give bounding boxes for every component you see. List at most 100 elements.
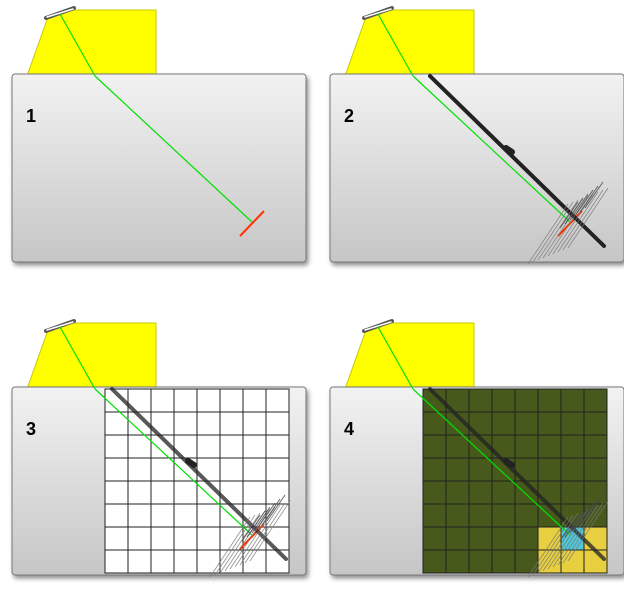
grid-cell [265,480,290,505]
panel-2: 2 [329,6,624,265]
grid-cell [150,388,175,413]
grid-cell [173,480,198,505]
grid-cell [422,434,447,459]
grid-cell [468,503,493,528]
panel-1: 1 [11,6,307,263]
grid-cell [560,411,585,436]
grid-cell [196,549,221,574]
probe-element-highlight [46,8,74,18]
grid-cell [173,549,198,574]
scatter-trace [266,494,286,522]
grid-cell [265,411,290,436]
grid-cell [491,503,516,528]
scatter-trace [552,506,594,568]
grid-cell [127,549,152,574]
probe-element-highlight [364,8,392,18]
grid-cell [127,503,152,528]
scatter-trace [567,500,609,562]
scatter-trace [219,512,261,574]
panel-number-label: 4 [344,419,354,439]
grid-cell [104,480,129,505]
grid-cell [196,411,221,436]
grid-cell [537,434,562,459]
scatter-trace [537,512,579,574]
grid-cell [583,457,608,482]
scatter-trace [579,185,599,213]
grid-cell [219,388,244,413]
scatter-trace [214,514,256,576]
scatter-trace [579,498,599,526]
scatter-trace [564,197,584,225]
grid-cell [265,526,290,551]
probe-element-highlight [364,321,392,331]
grid-cell [583,480,608,505]
grid-cell [242,411,267,436]
grid-cell [242,457,267,482]
scatter-blob [503,145,515,155]
grid-cell [445,549,470,574]
grid-cell [583,388,608,413]
grid-cell [445,526,470,551]
grid-cell [537,457,562,482]
scatter-trace [567,187,609,249]
grid-cell [196,526,221,551]
grid-cell [173,526,198,551]
grid-cell [104,526,129,551]
grid-cell [104,503,129,528]
grid-cell [265,434,290,459]
grid-cell [127,457,152,482]
probe-element-highlight [46,321,74,331]
grid-cell [104,411,129,436]
grid-cell [422,549,447,574]
grid-cell [560,434,585,459]
test-block [329,73,624,263]
grid-cell [514,549,539,574]
incident-beam [59,13,96,77]
grid-cell [196,434,221,459]
scatter-trace [562,189,604,251]
scatter-signal [110,387,291,578]
scatter-trace [256,502,276,530]
grid-cell [491,549,516,574]
scatter-trace [569,506,589,534]
grid-cell [468,388,493,413]
scatter-trace [557,191,599,253]
scatter-trace [537,199,579,261]
defect-reflector [239,210,265,237]
grid-cell [468,480,493,505]
scatter-trace [209,516,251,578]
scatter-trace [249,500,291,562]
grid-cell [468,526,493,551]
grid-cell [173,503,198,528]
grid-cell [150,503,175,528]
scatter-trace [559,201,579,229]
scatter-trace [532,514,574,576]
scatter-streak [428,387,606,561]
refracted-beam [412,388,571,536]
grid-cell [265,388,290,413]
grid-cell [219,457,244,482]
test-block [11,73,307,263]
scatter-trace [527,516,569,578]
refracted-beam [94,388,253,536]
grid-cell [491,480,516,505]
grid-cell [127,526,152,551]
grid-cell [196,503,221,528]
grid-cell [150,526,175,551]
scatter-trace [564,510,584,538]
incident-beam [377,13,414,77]
grid-cell [445,457,470,482]
grid-cell [219,411,244,436]
grid-cell [537,411,562,436]
grid-cell [491,526,516,551]
scatter-trace [562,502,604,564]
grid-cell [104,457,129,482]
scatter-trace [584,181,604,209]
scatter-trace [552,193,594,255]
grid-cell [514,434,539,459]
scatter-trace [246,510,266,538]
panel-3: 3 [11,319,307,578]
panel-number-label: 1 [26,106,36,126]
grid-cell [537,388,562,413]
